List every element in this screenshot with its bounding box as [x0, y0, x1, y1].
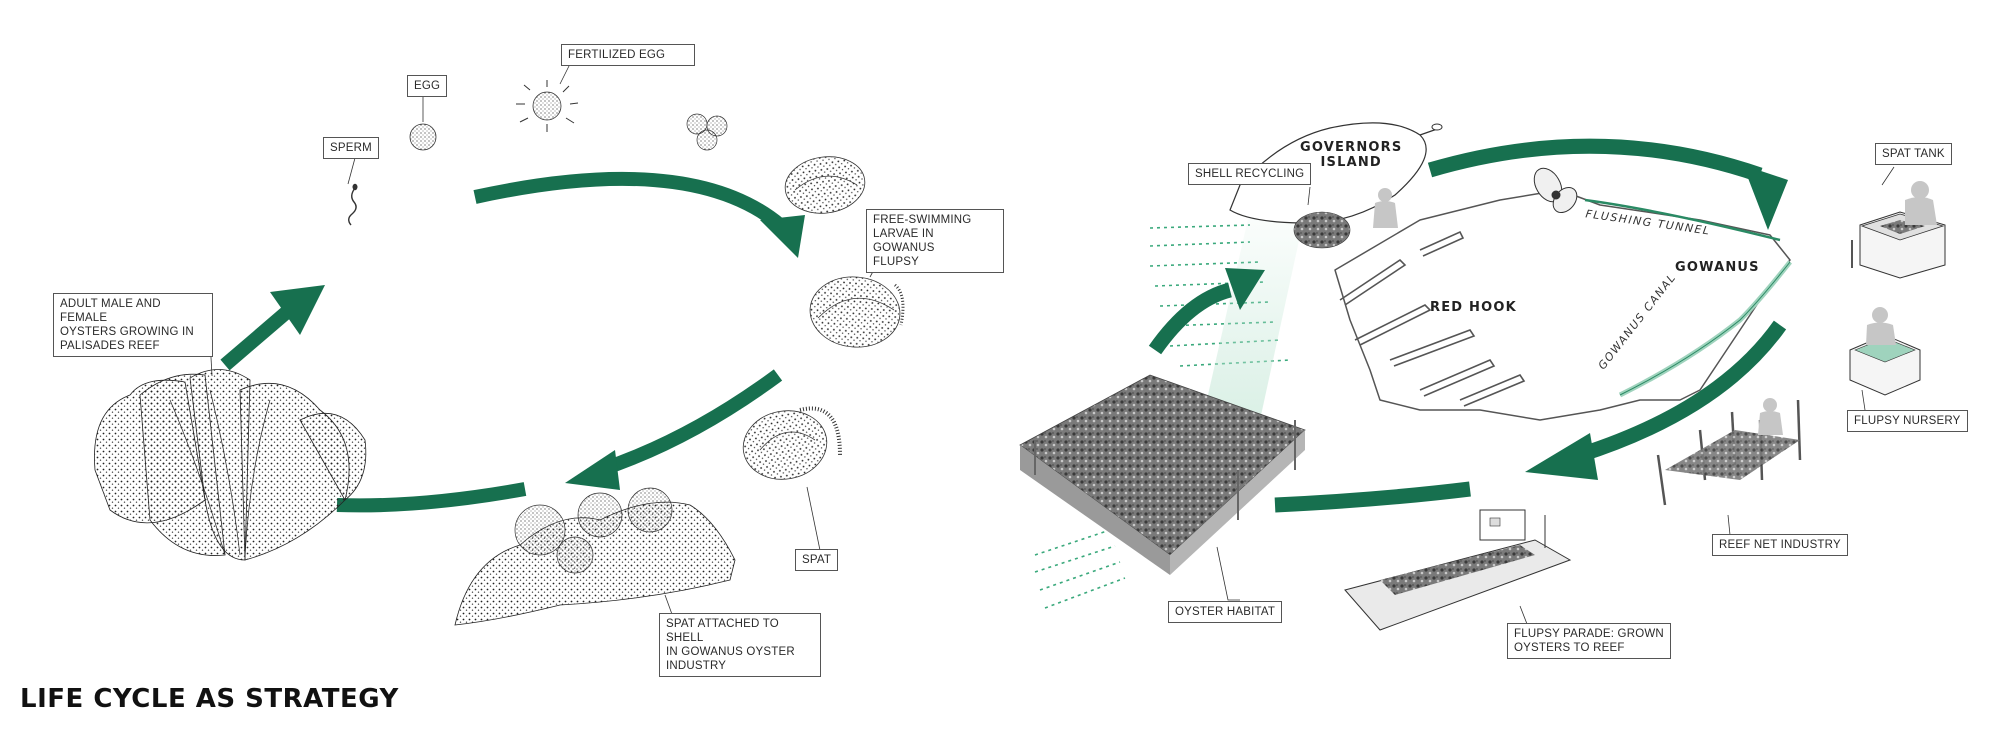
spat-tank-icon	[1851, 181, 1946, 279]
sperm-icon	[348, 187, 357, 226]
flushing-tunnel-path	[1584, 198, 1781, 242]
strategy-arrow-right-head	[1525, 433, 1598, 480]
adult-oysters-icon	[94, 369, 367, 561]
strategy-arrow-right	[1577, 320, 1787, 463]
label-larvae: FREE-SWIMMING LARVAE IN GOWANUS FLUPSY	[866, 209, 1004, 273]
label-oyster-habitat: OYSTER HABITAT	[1168, 601, 1283, 623]
cycle-arrow-right-head	[565, 450, 620, 490]
beam-highlight	[1200, 190, 1310, 430]
shell-pile-icon	[1293, 211, 1351, 249]
larva-top-icon	[784, 156, 866, 214]
reef-worker-icon	[1758, 398, 1783, 435]
cycle-arrow-right	[597, 369, 783, 477]
propeller-icon	[1533, 167, 1578, 214]
label-egg: EGG	[407, 75, 448, 97]
label-shell-recycling: SHELL RECYCLING	[1188, 163, 1312, 185]
label-adult: ADULT MALE AND FEMALE OYSTERS GROWING IN…	[53, 293, 213, 357]
label-spat: SPAT	[795, 549, 839, 571]
label-spat-tank: SPAT TANK	[1875, 143, 1952, 165]
spat-icon	[742, 406, 842, 480]
strategy-arrow-left	[1148, 282, 1233, 355]
label-governors-island: GOVERNORS ISLAND	[1300, 140, 1403, 170]
spat-on-shell-icon	[454, 487, 736, 626]
cycle-arrow-left	[220, 299, 300, 371]
page-title: LIFE CYCLE AS STRATEGY	[20, 684, 399, 714]
fertilized-egg-icon	[516, 80, 579, 132]
worker-icon	[1373, 188, 1398, 228]
label-flupsy-nursery: FLUPSY NURSERY	[1847, 410, 1968, 432]
label-flupsy-parade: FLUPSY PARADE: GROWN OYSTERS TO REEF	[1507, 623, 1671, 659]
flupsy-nursery-icon	[1849, 307, 1921, 396]
egg-icon	[409, 123, 437, 151]
strategy-arrow-left-head	[1225, 268, 1265, 310]
cycle-arrow-left-head	[270, 285, 325, 335]
strategy-arrow-bottom	[1274, 481, 1471, 513]
cleaving-egg-icon	[686, 113, 728, 151]
piers	[1339, 230, 1526, 407]
sperm-head-icon	[352, 183, 358, 191]
label-sperm: SPERM	[323, 137, 379, 159]
strategy-arrow-top	[1427, 138, 1763, 183]
oyster-habitat-reef	[1019, 374, 1306, 575]
cycle-arrow-top-head	[760, 215, 805, 258]
governors-island-shape	[1229, 122, 1427, 224]
label-spat-attached: SPAT ATTACHED TO SHELL IN GOWANUS OYSTER…	[659, 613, 821, 677]
label-reef-net-industry: REEF NET INDUSTRY	[1712, 534, 1848, 556]
cycle-arrow-top	[473, 171, 785, 231]
larva-bottom-icon	[809, 276, 905, 348]
flupsy-barge-icon	[1344, 509, 1572, 631]
label-fertilized-egg: FERTILIZED EGG	[561, 44, 695, 66]
cycle-arrow-bottom	[336, 482, 527, 513]
label-gowanus: GOWANUS	[1675, 260, 1760, 275]
strategy-arrow-top-head	[1743, 165, 1788, 230]
label-red-hook: RED HOOK	[1430, 300, 1517, 315]
